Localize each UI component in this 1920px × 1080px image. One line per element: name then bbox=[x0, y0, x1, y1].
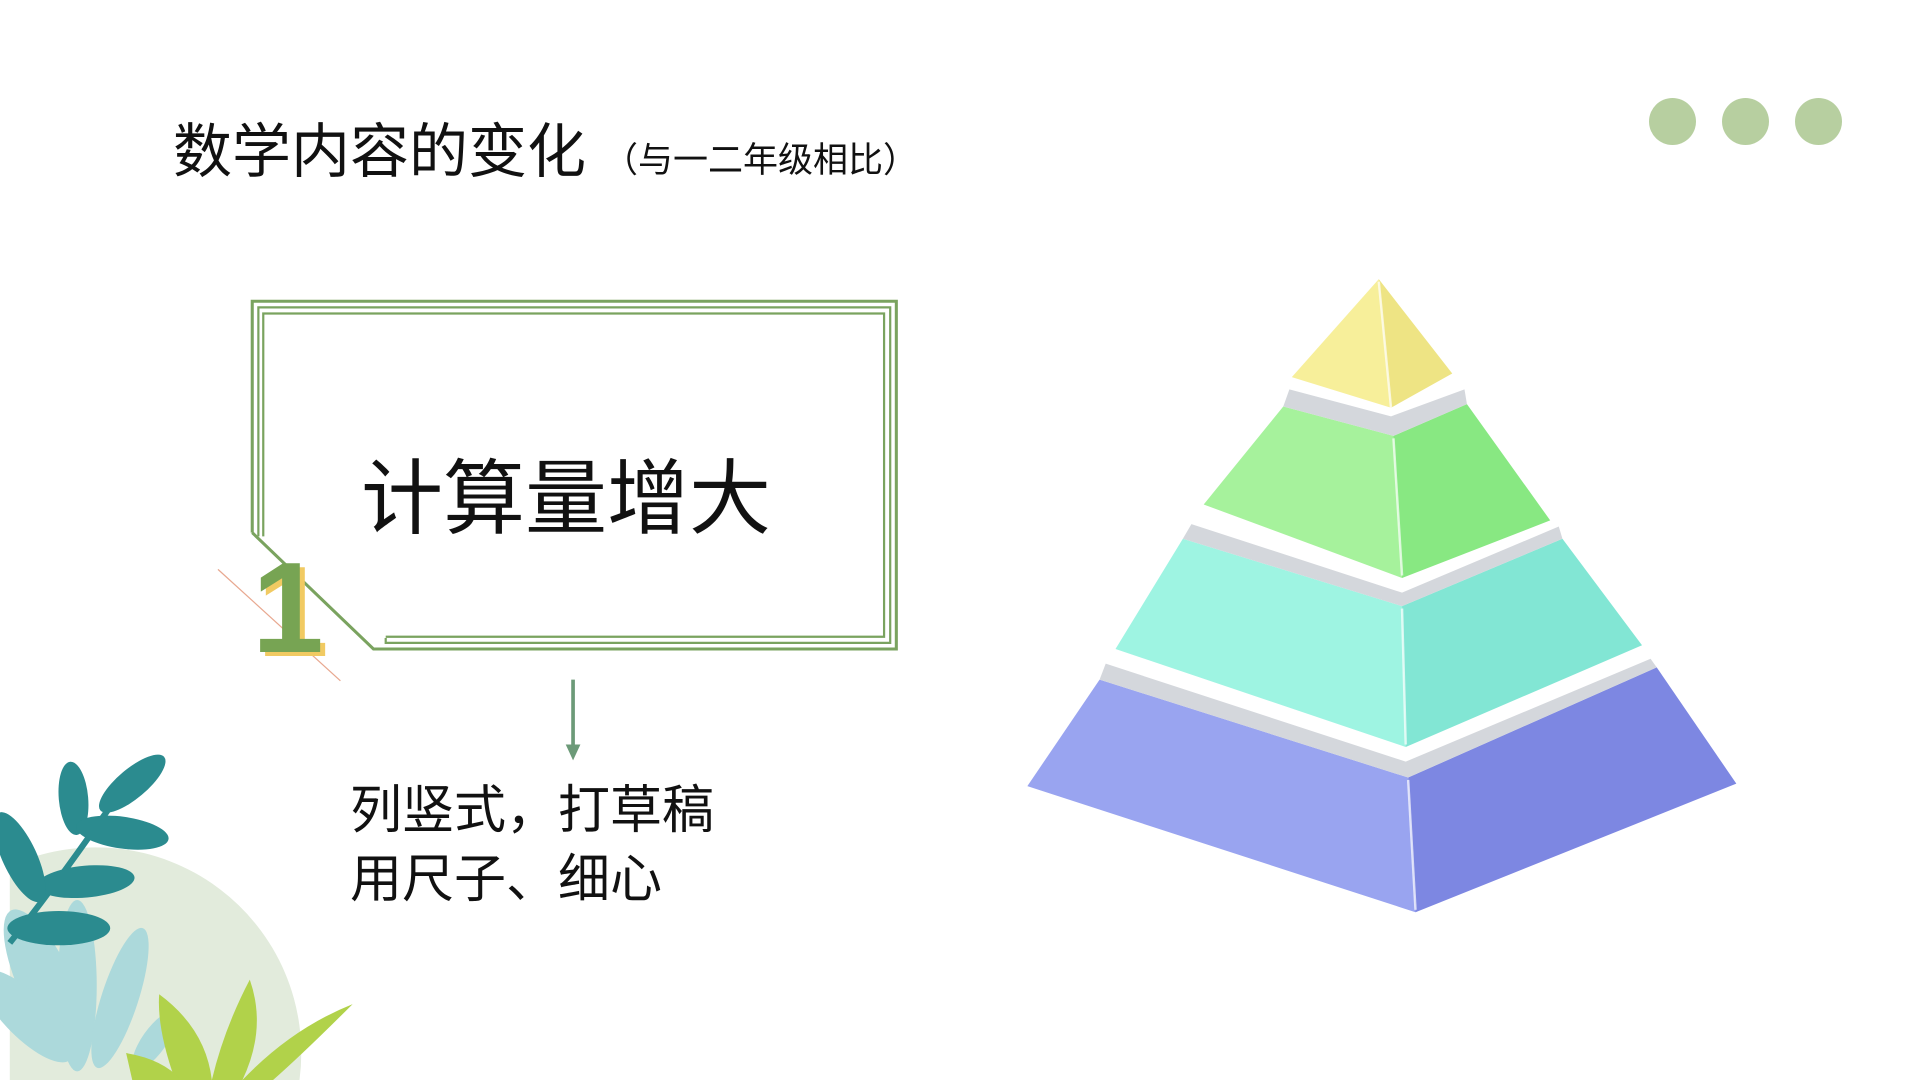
arrow-down-icon bbox=[565, 744, 581, 761]
details-text: 列竖式，打草稿 用尺子、细心 bbox=[350, 777, 714, 915]
plant-decoration bbox=[0, 754, 353, 1080]
title-subtitle: （与一二年级相比） bbox=[603, 141, 919, 181]
decor-dot-3 bbox=[1795, 98, 1842, 145]
card-number: 1 bbox=[252, 536, 324, 680]
pyramid-ledge-3 bbox=[1099, 658, 1657, 778]
pyramid-tier-top-left bbox=[1291, 279, 1392, 408]
pyramid-tier-third-right bbox=[1402, 538, 1643, 747]
pyramid-tier-base-left bbox=[1027, 679, 1416, 913]
frame-inner bbox=[262, 312, 886, 638]
details-line-1: 列竖式，打草稿 bbox=[350, 781, 715, 841]
frame-outer bbox=[250, 299, 898, 651]
pyramid-tier-second-left bbox=[1203, 406, 1403, 578]
decor-dot-2 bbox=[1722, 98, 1769, 145]
pyramid-graphic bbox=[1027, 279, 1737, 913]
frame-middle bbox=[257, 306, 892, 644]
decor-dot-1 bbox=[1649, 98, 1696, 145]
accent-line bbox=[217, 568, 341, 682]
pyramid-ledge-2 bbox=[1182, 524, 1563, 607]
pyramid-tier-third-left bbox=[1115, 538, 1406, 747]
title-main: 数学内容的变化 bbox=[173, 117, 587, 186]
pyramid-tier-second-right bbox=[1393, 404, 1551, 578]
slide-title: 数学内容的变化 （与一二年级相比） bbox=[173, 104, 918, 189]
pyramid-highlights bbox=[1377, 281, 1417, 910]
details-line-2: 用尺子、细心 bbox=[350, 850, 663, 910]
pyramid-ledge-1 bbox=[1283, 389, 1467, 436]
pyramid-tier-top-right bbox=[1378, 279, 1453, 408]
pyramid-tier-base-right bbox=[1408, 667, 1737, 913]
card-heading: 计算量增大 bbox=[360, 452, 771, 547]
